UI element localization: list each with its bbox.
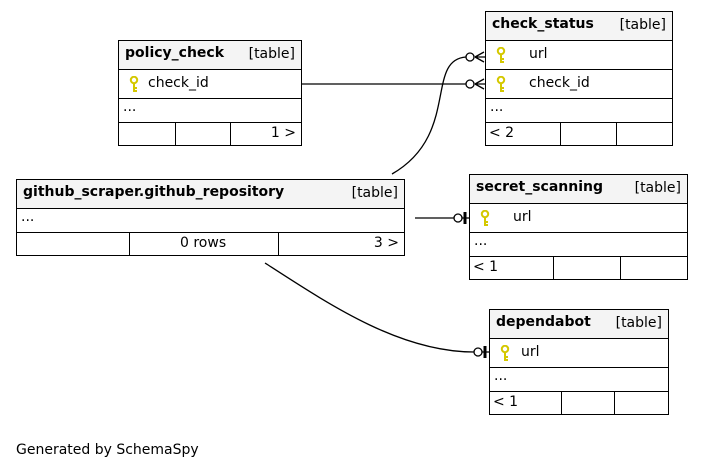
link-repository-to-check-status xyxy=(391,56,467,175)
table-secret-scanning[interactable]: secret_scanning [table] url ... < 1 xyxy=(469,174,688,280)
column-name: url xyxy=(513,209,532,225)
more-columns: ... xyxy=(17,209,404,233)
column-name: url xyxy=(529,46,548,62)
column-row[interactable]: check_id xyxy=(486,70,672,99)
table-name: check_status xyxy=(492,16,594,32)
parents-count[interactable]: < 2 xyxy=(489,125,515,141)
table-name: secret_scanning xyxy=(476,179,604,195)
table-dependabot[interactable]: dependabot [table] url ... < 1 xyxy=(489,309,669,415)
table-header: check_status [table] xyxy=(486,12,672,41)
table-footer: < 2 xyxy=(486,123,672,145)
key-icon xyxy=(496,47,506,63)
table-footer: < 1 xyxy=(470,257,687,279)
column-row[interactable]: url xyxy=(486,41,672,70)
column-name: url xyxy=(521,344,540,360)
row-count: 0 rows xyxy=(180,235,227,251)
table-footer: 1 > xyxy=(119,123,301,145)
more-columns: ... xyxy=(486,99,672,123)
table-header: dependabot [table] xyxy=(490,310,668,339)
table-footer: < 1 xyxy=(490,392,668,414)
table-kind: [table] xyxy=(351,185,398,201)
table-kind: [table] xyxy=(615,315,662,331)
key-icon xyxy=(500,345,510,361)
key-icon xyxy=(496,76,506,92)
children-count[interactable]: 1 > xyxy=(270,125,296,141)
children-count[interactable]: 3 > xyxy=(373,235,399,251)
column-name: check_id xyxy=(148,75,209,91)
table-kind: [table] xyxy=(248,46,295,62)
key-icon xyxy=(129,76,139,92)
more-columns: ... xyxy=(470,233,687,257)
table-header: github_scraper.github_repository [table] xyxy=(17,180,404,209)
table-header: policy_check [table] xyxy=(119,41,301,70)
key-icon xyxy=(480,210,490,226)
link-repository-to-dependabot xyxy=(264,262,475,353)
more-columns: ... xyxy=(119,99,301,123)
table-name: github_scraper.github_repository xyxy=(23,184,285,200)
parents-count[interactable]: < 1 xyxy=(493,394,519,410)
table-check-status[interactable]: check_status [table] url check_id ... < … xyxy=(485,11,673,146)
column-row[interactable]: check_id xyxy=(119,70,301,99)
table-footer: 0 rows 3 > xyxy=(17,233,404,255)
column-name: check_id xyxy=(529,75,590,91)
table-name: policy_check xyxy=(125,45,225,61)
table-kind: [table] xyxy=(634,180,681,196)
table-policy-check[interactable]: policy_check [table] check_id ... 1 > xyxy=(118,40,302,146)
column-row[interactable]: url xyxy=(470,204,687,233)
table-name: dependabot xyxy=(496,314,591,330)
parents-count[interactable]: < 1 xyxy=(473,259,499,275)
table-github-repository[interactable]: github_scraper.github_repository [table]… xyxy=(16,179,405,256)
column-row[interactable]: url xyxy=(490,339,668,368)
more-columns: ... xyxy=(490,368,668,392)
generated-by-label: Generated by SchemaSpy xyxy=(16,442,199,458)
table-kind: [table] xyxy=(619,17,666,33)
table-header: secret_scanning [table] xyxy=(470,175,687,204)
